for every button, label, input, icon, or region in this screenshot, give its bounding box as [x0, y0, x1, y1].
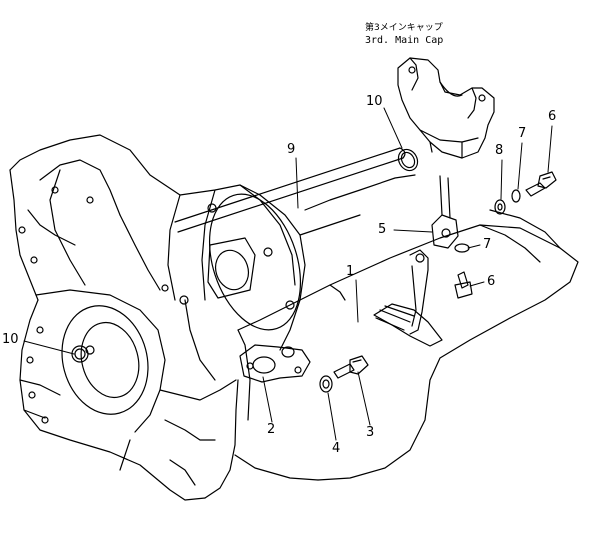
suction-tube	[374, 250, 442, 346]
o-ring-top	[395, 146, 422, 174]
bolt-6	[526, 172, 556, 196]
caption-english: 3rd. Main Cap	[365, 35, 444, 46]
callout-7-mid: 7	[483, 237, 492, 252]
callout-9: 9	[287, 142, 296, 157]
callout-10-left: 10	[2, 332, 19, 347]
callout-4: 4	[332, 441, 341, 456]
gasket	[240, 345, 310, 382]
caption-japanese: 第3メインキャップ	[365, 23, 443, 33]
washer-7-mid	[455, 244, 469, 252]
callout-6-top: 6	[548, 109, 557, 124]
washer-8	[495, 200, 505, 214]
callout-7-top: 7	[518, 126, 527, 141]
callout-10-top: 10	[366, 94, 383, 109]
callout-5: 5	[378, 222, 387, 237]
engine-block	[10, 135, 317, 500]
main-cap	[398, 58, 494, 158]
bolt-6-mid	[455, 272, 472, 298]
callout-1: 1	[346, 264, 355, 279]
strainer-bracket	[432, 176, 458, 248]
callout-8: 8	[495, 143, 504, 158]
callout-6-mid: 6	[487, 274, 496, 289]
pipe	[175, 148, 405, 232]
bolt-3	[334, 356, 368, 378]
lock-washer-7	[512, 190, 520, 202]
washer-4	[320, 376, 332, 392]
callout-3: 3	[366, 425, 375, 440]
oil-pan	[235, 175, 578, 480]
callout-2: 2	[267, 422, 276, 437]
o-ring-left	[72, 346, 94, 362]
leader-lines	[24, 108, 552, 440]
